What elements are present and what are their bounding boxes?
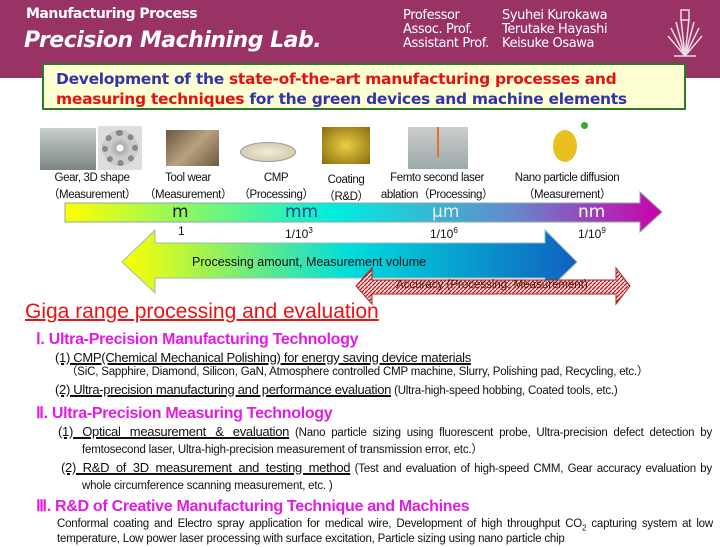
scale-frac: 1/103 xyxy=(285,224,313,241)
header-subtitle: Manufacturing Process xyxy=(26,6,198,22)
subscript: 2 xyxy=(582,523,587,533)
unit-um: µm xyxy=(432,202,460,222)
unit-m: m xyxy=(172,202,189,222)
frac-text: 1/10 xyxy=(285,227,309,241)
frac-exp: 6 xyxy=(453,226,458,235)
sections-list: Ⅰ. Ultra-Precision Manufacturing Technol… xyxy=(0,330,720,547)
caption-line: Femto second laser xyxy=(390,172,484,184)
section-2-item-2: (2) R&D of 3D measurement and testing me… xyxy=(61,460,712,494)
name: Terutake Hayashi xyxy=(502,22,608,37)
frac-exp: 9 xyxy=(601,226,606,235)
item-title: (1) Optical measurement & evaluation xyxy=(58,424,290,439)
scale-arrow xyxy=(64,190,663,234)
frac-text: 1/10 xyxy=(578,227,602,241)
coating-image xyxy=(322,127,370,164)
lab-title: Precision Machining Lab. xyxy=(24,28,322,53)
gear-image xyxy=(98,126,142,170)
banner-text: for the green devices and machine elemen… xyxy=(244,90,627,108)
section-1-title: Ⅰ. Ultra-Precision Manufacturing Technol… xyxy=(36,331,359,348)
volume-arrow xyxy=(121,228,578,295)
name: Syuhei Kurokawa xyxy=(502,8,608,23)
banner-text: Development of the xyxy=(56,70,229,88)
caption-line: （Measurement） xyxy=(522,189,612,201)
accuracy-arrow xyxy=(355,266,631,306)
topic-caption: Tool wear （Measurement） xyxy=(143,170,233,204)
name: Keisuke Osawa xyxy=(502,36,595,51)
topic-caption: Femto second laser ablation（Processing） xyxy=(380,170,494,204)
scale-arrows xyxy=(64,190,663,306)
scale-frac: 1/109 xyxy=(578,224,606,241)
section-3-detail: Conformal coating and Electro spray appl… xyxy=(57,517,713,547)
role: Professor xyxy=(403,8,460,23)
item-detail: (Ultra-high-speed hobbing, Coated tools,… xyxy=(391,385,618,397)
item-detail: (Test and evaluation of high-speed CMM, … xyxy=(82,463,712,492)
caption-line: CMP xyxy=(263,172,289,184)
gear-machine-image xyxy=(40,128,96,170)
banner-text: measuring techniques xyxy=(56,90,245,108)
section-3-title: Ⅲ. R&D of Creative Manufacturing Techniq… xyxy=(36,498,470,515)
section-2-title: Ⅱ. Ultra-Precision Measuring Technology xyxy=(36,405,333,422)
caption-line: Tool wear xyxy=(165,172,211,184)
frac-exp: 3 xyxy=(308,226,313,235)
mission-banner: Development of the state-of-the-art manu… xyxy=(42,63,686,110)
nano-particle-dot-icon xyxy=(581,122,588,129)
caption-line: Coating xyxy=(327,174,365,186)
role: Assistant Prof. xyxy=(403,36,489,51)
section-heading: Giga range processing and evaluation xyxy=(25,300,379,323)
item-title: (2) Ultra-precision manufacturing and pe… xyxy=(55,382,392,397)
role: Assoc. Prof. xyxy=(403,22,473,37)
section-1-item-1: (1) CMP(Chemical Mechanical Polishing) f… xyxy=(55,350,720,365)
item-detail: (Nano particle sizing using fluorescent … xyxy=(82,427,712,456)
item-title: (2) R&D of 3D measurement and testing me… xyxy=(61,460,351,475)
scale-frac: 1 xyxy=(178,224,185,238)
topic-caption: Nano particle diffusion （Measurement） xyxy=(514,170,620,204)
section-1-item-2: (2) Ultra-precision manufacturing and pe… xyxy=(55,382,715,399)
item-title: (1) CMP(Chemical Mechanical Polishing) f… xyxy=(55,350,471,365)
caption-line: （Processing） xyxy=(238,189,314,201)
accuracy-label: Accuracy (Processing, Measurement) xyxy=(396,279,588,291)
staff-roles: Professor Assoc. Prof. Assistant Prof. xyxy=(403,9,489,51)
topic-caption: Coating （R&D） xyxy=(323,172,369,206)
university-logo-icon xyxy=(667,9,703,57)
unit-mm: mm xyxy=(285,202,319,222)
detail-text: Conformal coating and Electro spray appl… xyxy=(57,518,583,530)
tool-wear-image xyxy=(166,130,219,166)
staff-names: Syuhei Kurokawa Terutake Hayashi Keisuke… xyxy=(502,8,608,51)
caption-line: （Measurement） xyxy=(47,189,137,201)
volume-label: Processing amount, Measurement volume xyxy=(192,255,427,269)
nano-particle-image xyxy=(553,130,577,162)
caption-line: （Measurement） xyxy=(143,189,233,201)
laser-ablation-image xyxy=(408,127,468,169)
cmp-image xyxy=(240,142,296,162)
caption-line: ablation（Processing） xyxy=(380,189,494,201)
banner-text: state-of-the-art manufacturing processes… xyxy=(229,70,617,88)
scale-frac: 1/106 xyxy=(430,224,458,241)
section-1-item-1-detail: （SiC, Sapphire, Diamond, Silicon, GaN, A… xyxy=(66,366,649,378)
topic-caption: CMP （Processing） xyxy=(238,170,313,204)
frac-text: 1/10 xyxy=(430,227,454,241)
caption-line: （R&D） xyxy=(323,191,369,203)
frac-text: 1 xyxy=(178,224,185,238)
section-2-item-1: (1) Optical measurement & evaluation (Na… xyxy=(58,424,712,458)
unit-nm: nm xyxy=(578,202,606,222)
caption-line: Gear, 3D shape xyxy=(54,172,130,184)
topic-caption: Gear, 3D shape （Measurement） xyxy=(47,170,137,204)
caption-line: Nano particle diffusion xyxy=(514,172,620,184)
